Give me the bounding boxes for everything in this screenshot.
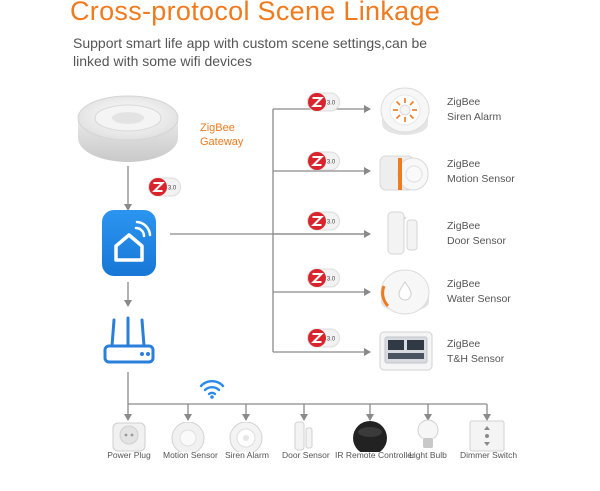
zigbee-badge-icon: 3.0: [307, 151, 340, 171]
dimmer-switch-icon: [469, 420, 505, 452]
wifi-device-label-light-bulb: Light Bulb: [409, 450, 447, 460]
zigbee-badge-icon: 3.0: [307, 328, 340, 348]
svg-text:3.0: 3.0: [327, 220, 336, 226]
wifi-device-label-power-plug: Power Plug: [107, 450, 151, 460]
wifi-motion-sensor-icon: [171, 422, 205, 452]
subtitle-line-1: Support smart life app with custom scene…: [73, 35, 428, 51]
wifi-icon: [199, 380, 225, 399]
motion-sensor-icon: [379, 155, 429, 191]
zigbee-badge-icon: 3.0: [307, 268, 340, 288]
gateway-label: ZigBee Gateway: [200, 122, 244, 148]
gateway-hub-icon: [77, 95, 179, 162]
page-title: Cross-protocol Scene Linkage: [70, 0, 441, 26]
wifi-device-label-siren-alarm: Siren Alarm: [225, 450, 269, 460]
svg-text:3.0: 3.0: [327, 101, 336, 107]
svg-text:3.0: 3.0: [327, 277, 336, 283]
power-plug-icon: [112, 422, 146, 452]
th-sensor-icon: [379, 331, 433, 371]
wifi-device-label-dimmer-switch: Dimmer Switch: [460, 450, 518, 460]
router-icon: [103, 316, 155, 364]
ir-remote-controller-icon: [353, 421, 387, 452]
zigbee-badge-icon: 3.0: [307, 92, 340, 112]
zigbee-badge-icon: 3.0: [307, 211, 340, 231]
door-sensor-icon: [387, 211, 418, 255]
siren-alarm-icon: [380, 87, 430, 135]
wifi-device-label-motion-sensor: Motion Sensor: [163, 450, 218, 460]
svg-text:3.0: 3.0: [327, 337, 336, 343]
svg-text:3.0: 3.0: [168, 186, 177, 192]
page-subtitle: Support smart life app with custom scene…: [73, 34, 473, 70]
wifi-door-sensor-icon: [294, 421, 313, 451]
svg-text:3.0: 3.0: [327, 160, 336, 166]
subtitle-line-2: linked with some wifi devices: [73, 53, 252, 69]
zigbee-badge-icon: 3.0: [148, 177, 181, 197]
light-bulb-icon: [417, 419, 439, 448]
wifi-device-label-door-sensor: Door Sensor: [282, 450, 330, 460]
smart-life-app-icon: [102, 210, 156, 276]
wifi-siren-alarm-icon: [229, 422, 263, 452]
water-sensor-icon: [380, 269, 430, 315]
wifi-device-label-ir-remote: IR Remote Controller: [335, 450, 415, 460]
